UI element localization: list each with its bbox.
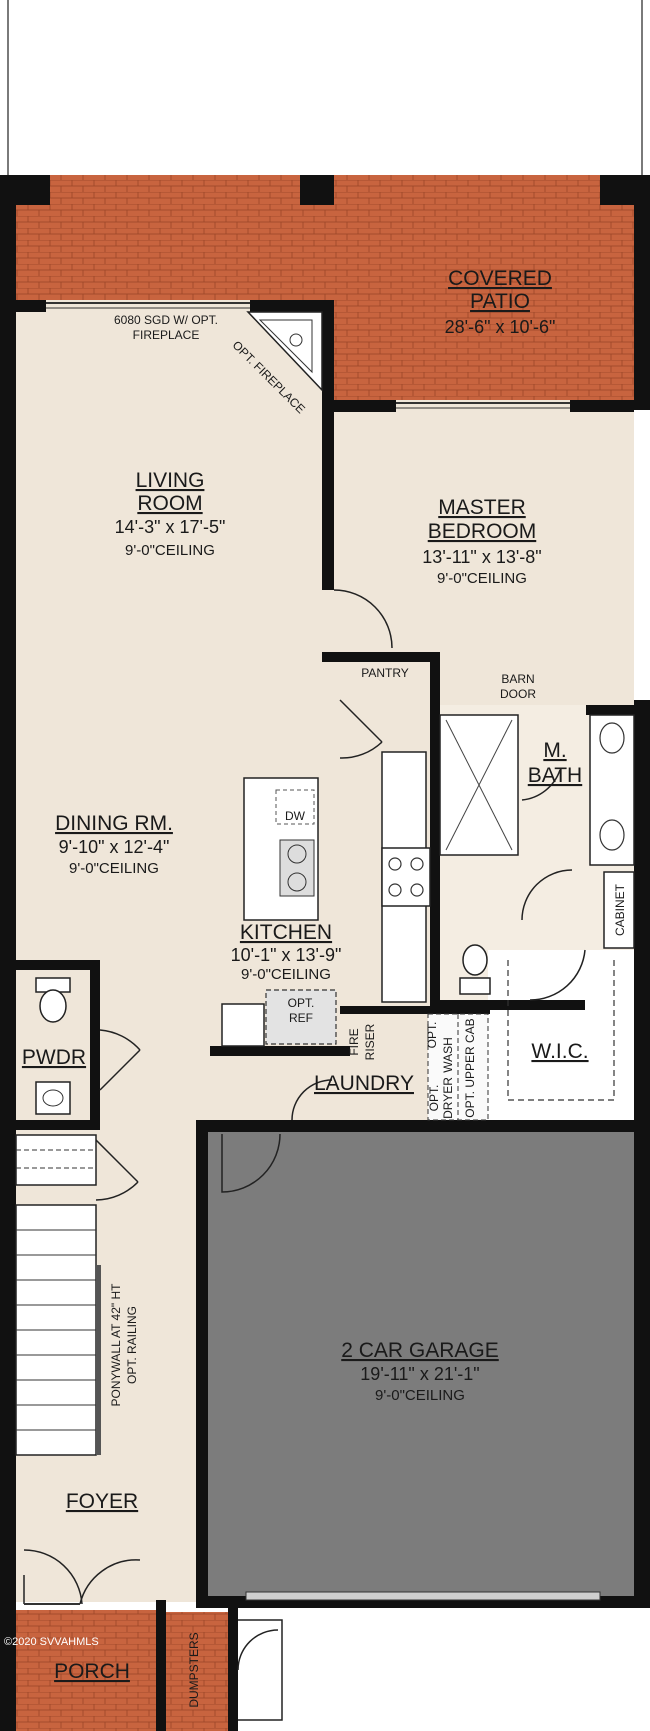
foyer-name: FOYER bbox=[66, 1490, 138, 1513]
fireplace bbox=[246, 311, 323, 392]
stairs bbox=[15, 1134, 101, 1456]
dw-label: DW bbox=[285, 809, 306, 823]
dining-room-dims: 9'-10" x 12'-4" bbox=[59, 837, 170, 857]
sliding-glass-door-living[interactable] bbox=[46, 302, 250, 309]
master-bedroom-name1: MASTER bbox=[438, 496, 526, 519]
kitchen-name: KITCHEN bbox=[240, 921, 332, 944]
opt-dryer-label1: OPT. bbox=[427, 1085, 441, 1112]
living-room-ceiling: 9'-0"CEILING bbox=[125, 542, 215, 559]
fire-riser-label2: RISER bbox=[363, 1023, 377, 1060]
ponywall-label1: PONYWALL AT 42" HT bbox=[109, 1283, 123, 1407]
covered-patio-name2: PATIO bbox=[470, 290, 530, 313]
garage-overhead-door[interactable] bbox=[245, 1591, 601, 1601]
dumpster-gate[interactable] bbox=[237, 1619, 283, 1721]
laundry-name: LAUNDRY bbox=[314, 1072, 414, 1095]
dumpsters-label: DUMPSTERS bbox=[187, 1632, 201, 1707]
kitchen-dims: 10'-1" x 13'-9" bbox=[231, 945, 342, 965]
porch-name: PORCH bbox=[54, 1660, 130, 1683]
garage-ceiling: 9'-0"CEILING bbox=[375, 1387, 465, 1404]
sliding-glass-door-bedroom[interactable] bbox=[396, 402, 570, 409]
m-bath-name1: M. bbox=[543, 739, 566, 762]
front-entry-door[interactable] bbox=[23, 1549, 83, 1605]
kitchen-ceiling: 9'-0"CEILING bbox=[241, 966, 331, 983]
barn-door-label1: BARN bbox=[501, 672, 534, 686]
living-room-dims: 14'-3" x 17'-5" bbox=[115, 517, 226, 537]
bedroom-door[interactable] bbox=[333, 589, 393, 649]
dining-room-ceiling: 9'-0"CEILING bbox=[69, 860, 159, 877]
counter-left bbox=[221, 1003, 265, 1047]
fire-riser-label1: FIRE bbox=[347, 1028, 361, 1055]
pantry-label: PANTRY bbox=[361, 666, 409, 680]
master-bedroom-name2: BEDROOM bbox=[428, 520, 537, 543]
pantry-door[interactable] bbox=[339, 699, 383, 759]
shower bbox=[439, 714, 519, 856]
barn-door-label2: DOOR bbox=[500, 687, 536, 701]
living-room-name2: ROOM bbox=[137, 492, 202, 515]
vanity bbox=[589, 714, 635, 866]
ponywall-label2: OPT. RAILING bbox=[125, 1306, 139, 1384]
master-bedroom-dims: 13'-11" x 13'-8" bbox=[422, 547, 541, 567]
sgd-label-line1: 6080 SGD W/ OPT. bbox=[114, 313, 218, 327]
pwdr-name: PWDR bbox=[22, 1046, 86, 1069]
cabinet-label: CABINET bbox=[613, 883, 627, 936]
garage-area bbox=[206, 1128, 634, 1598]
garage-entry-door[interactable] bbox=[221, 1133, 281, 1193]
opt-ref-label1: OPT. bbox=[288, 996, 315, 1010]
walls bbox=[0, 175, 650, 1731]
powder-door[interactable] bbox=[99, 1029, 141, 1091]
garage-dims: 19'-11" x 21'-1" bbox=[360, 1364, 479, 1384]
covered-patio-name1: COVERED bbox=[448, 267, 552, 290]
garage-name: 2 CAR GARAGE bbox=[341, 1339, 499, 1362]
opt-wash-label2: WASH bbox=[441, 1037, 455, 1073]
master-bedroom-ceiling: 9'-0"CEILING bbox=[437, 570, 527, 587]
kitchen-island bbox=[243, 777, 319, 921]
porch-area bbox=[16, 1610, 156, 1731]
toilet-room-door[interactable] bbox=[521, 869, 573, 921]
laundry-door[interactable] bbox=[291, 1079, 333, 1121]
stair-landing-door[interactable] bbox=[95, 1139, 139, 1201]
opt-ref-label2: REF bbox=[289, 1011, 313, 1025]
sgd-label-line2: FIREPLACE bbox=[133, 328, 200, 342]
powder-sink bbox=[35, 1081, 71, 1115]
m-bath-name2: BATH bbox=[528, 764, 582, 787]
master-toilet bbox=[459, 944, 491, 995]
dumpsters-area bbox=[164, 1612, 228, 1731]
dining-room-name: DINING RM. bbox=[55, 812, 173, 835]
wic-shelf bbox=[507, 960, 615, 1101]
opt-dryer-label2: DRYER bbox=[441, 1077, 455, 1119]
cooktop bbox=[381, 847, 431, 907]
refrigerator bbox=[265, 989, 337, 1045]
copyright-watermark: ©2020 SVVAHMLS bbox=[4, 1636, 99, 1648]
covered-patio-dims: 28'-6" x 10'-6" bbox=[445, 317, 556, 337]
opt-upper-cab-label: OPT. UPPER CAB bbox=[463, 1018, 477, 1117]
wic-floor bbox=[488, 950, 634, 1125]
bath-door[interactable] bbox=[521, 769, 561, 801]
living-room-name1: LIVING bbox=[136, 469, 205, 492]
bath-cabinet bbox=[603, 871, 635, 949]
wic-door[interactable] bbox=[529, 949, 586, 1001]
powder-toilet bbox=[35, 977, 71, 1023]
wic-name: W.I.C. bbox=[531, 1040, 588, 1063]
opt-wash-label1: OPT. bbox=[425, 1022, 439, 1049]
